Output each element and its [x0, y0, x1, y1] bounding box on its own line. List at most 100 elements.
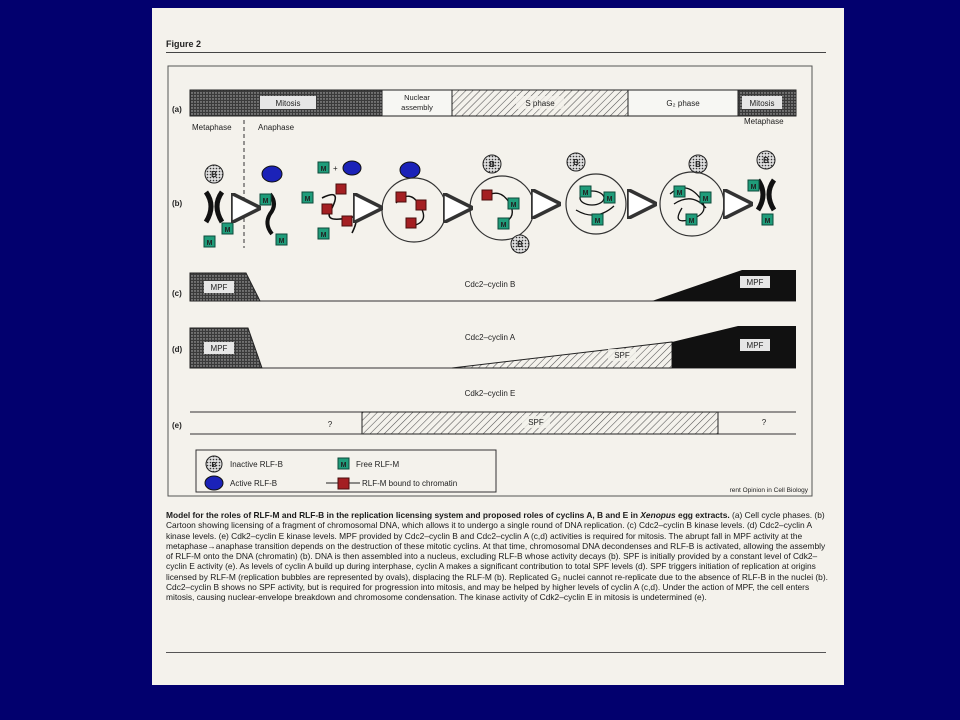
- caption-intro-italic: Xenopus: [640, 510, 676, 520]
- mitosis-end-label-box: [742, 96, 782, 109]
- mitosis-label-box: [260, 96, 316, 109]
- nuclear-envelope: [659, 171, 725, 237]
- inactive-rlfb-icon: [756, 150, 776, 170]
- spf-area: [451, 341, 673, 369]
- svg-text:M: M: [607, 196, 613, 203]
- svg-text:B: B: [489, 160, 495, 169]
- svg-text:B: B: [695, 160, 701, 169]
- decondensing-dna: [265, 192, 276, 236]
- inactive-rlfb-icon: [482, 154, 502, 174]
- free-rlfm-icon: [685, 213, 698, 226]
- mpf-left-label-box: [204, 281, 234, 293]
- bound-rlfm-icon: [481, 189, 493, 201]
- svg-text:B: B: [211, 170, 217, 179]
- chromosome-metaphase-right: B M M: [747, 150, 777, 226]
- bound-rlfm-icon: [415, 199, 427, 211]
- spf-label: SPF: [614, 351, 630, 360]
- bound-rlfm-icon: [395, 191, 407, 203]
- svg-text:M: M: [279, 238, 285, 245]
- svg-text:M: M: [689, 218, 695, 225]
- chromosome-metaphase-left: B M M: [203, 164, 234, 248]
- svg-text:M: M: [677, 190, 683, 197]
- bound-rlfm-icon: [341, 215, 353, 227]
- phase-bar: (a) Mitosis Nuclear assembly S phase G₂ …: [172, 89, 797, 117]
- cartoon-row: (b) B M M M: [172, 150, 777, 254]
- nucleus-licensed: B M M B: [469, 154, 535, 254]
- legend-free-rlfm: Free RLF-M: [356, 460, 399, 469]
- panel-e-label: (e): [172, 421, 182, 430]
- bottom-rule: [166, 652, 826, 653]
- active-rlfb-icon: [261, 165, 283, 183]
- caption-paragraph: Model for the roles of RLF-M and RLF-B i…: [166, 510, 830, 603]
- title-rule: [166, 52, 826, 53]
- free-rlfm-icon: [221, 222, 234, 235]
- nuclear-envelope: [381, 177, 447, 243]
- svg-text:M: M: [321, 166, 327, 173]
- bound-rlfm-icon: [335, 183, 347, 195]
- legend: B Inactive RLF-B Active RLF-B M Free RLF…: [195, 449, 497, 493]
- spf-label-box: [608, 349, 636, 361]
- svg-text:M: M: [501, 222, 507, 229]
- caption-body: (a) Cell cycle phases. (b) Cartoon showi…: [166, 510, 828, 603]
- legend-free-rlfm-icon: [337, 457, 350, 470]
- nucleus-assembled: [381, 161, 447, 243]
- phase-nuclear-assembly: [381, 89, 453, 117]
- phase-g2-label: G₂ phase: [666, 99, 700, 108]
- svg-text:+: +: [333, 164, 338, 173]
- licensing-step: M + M M: [301, 160, 362, 240]
- legend-bound-rlfm-icon: [337, 477, 350, 490]
- phase-mitosis-end-label: Mitosis: [750, 99, 775, 108]
- condensed-chromosome: [755, 178, 777, 212]
- svg-text:M: M: [703, 196, 709, 203]
- mpf-right-label: MPF: [747, 278, 764, 287]
- free-rlfm-icon: [317, 161, 330, 174]
- mpf-right-area: [672, 326, 796, 368]
- panel-e-unknown-left: ?: [328, 420, 333, 429]
- free-rlfm-icon: [579, 185, 592, 198]
- svg-text:M: M: [321, 232, 327, 239]
- free-rlfm-icon: [747, 179, 760, 192]
- panel-d-title: Cdc2–cyclin A: [465, 333, 516, 342]
- figure-diagram: (a) Mitosis Nuclear assembly S phase G₂ …: [167, 65, 813, 497]
- svg-text:M: M: [263, 198, 269, 205]
- inactive-rlfb-icon: [566, 152, 586, 172]
- free-rlfm-icon: [591, 213, 604, 226]
- mpf-left-label: MPF: [211, 344, 228, 353]
- nuclear-envelope: [469, 175, 535, 241]
- anaphase-label: Anaphase: [258, 123, 295, 132]
- svg-text:M: M: [595, 218, 601, 225]
- spf-label: SPF: [528, 418, 544, 427]
- panel-c-label: (c): [172, 289, 182, 298]
- svg-text:M: M: [765, 218, 771, 225]
- mpf-right-label: MPF: [747, 341, 764, 350]
- nucleus-replicating: B M M M: [565, 152, 627, 235]
- free-rlfm-icon: [259, 193, 272, 206]
- inactive-rlfb-icon: [510, 234, 530, 254]
- mpf-right-label-box: [740, 276, 770, 288]
- panel-d-label: (d): [172, 345, 183, 354]
- phase-s-label: S phase: [525, 99, 555, 108]
- free-rlfm-icon: [275, 233, 288, 246]
- legend-active-rlfb-icon: [204, 475, 224, 491]
- svg-text:M: M: [207, 240, 213, 247]
- svg-text:M: M: [583, 190, 589, 197]
- svg-text:M: M: [751, 184, 757, 191]
- bound-rlfm-icon: [405, 217, 417, 229]
- svg-text:M: M: [341, 462, 347, 469]
- nuclear-assembly-line2: assembly: [401, 103, 433, 112]
- free-rlfm-icon: [673, 185, 686, 198]
- condensed-chromosome: [203, 190, 225, 224]
- legend-inactive-rlfb: Inactive RLF-B: [230, 460, 283, 469]
- free-rlfm-icon: [507, 197, 520, 210]
- figure-title: Figure 2: [166, 39, 202, 49]
- active-rlfb-icon: [399, 161, 421, 179]
- free-rlfm-icon: [761, 213, 774, 226]
- figure-frame: [167, 65, 813, 497]
- s-phase-label-box: [516, 96, 564, 109]
- scanned-page: Figure 2: [152, 8, 844, 685]
- figure-source: rent Opinion in Cell Biology: [730, 487, 809, 494]
- legend-box: [195, 449, 497, 493]
- mpf-right-label-box: [740, 339, 770, 351]
- svg-text:B: B: [517, 240, 523, 249]
- nuclear-assembly-line1: Nuclear: [404, 93, 430, 102]
